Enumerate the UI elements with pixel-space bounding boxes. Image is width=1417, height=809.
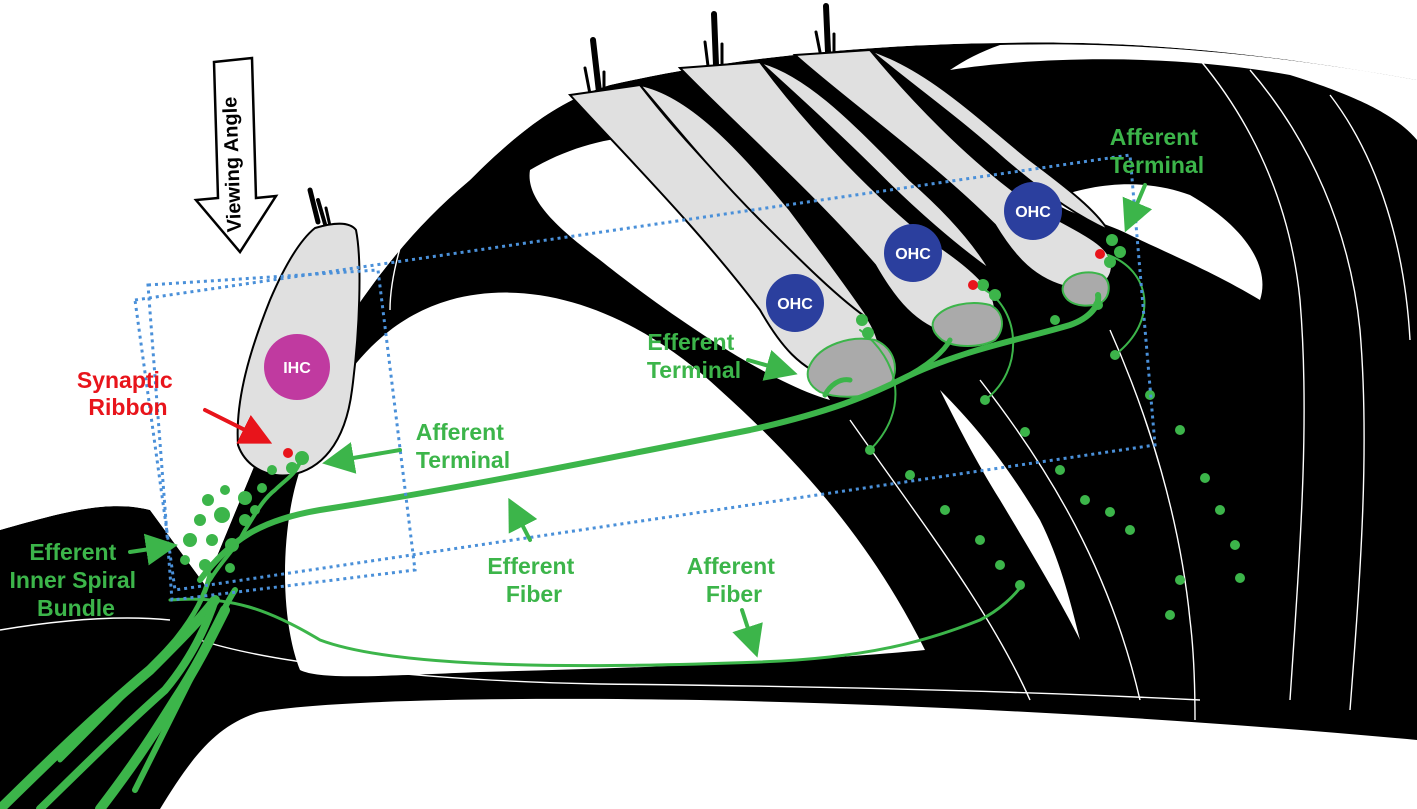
ohc-label-3: OHC <box>1015 204 1051 221</box>
efferent-fiber-label-2: Fiber <box>506 581 562 607</box>
ohc-support-3 <box>869 49 1111 233</box>
ohc-nucleus-1 <box>766 274 824 332</box>
afferent-fiber-arrow <box>732 608 763 658</box>
ohc-nucleus-2 <box>884 224 942 282</box>
efferent-terminal-label-1: Efferent <box>647 329 734 355</box>
ohc-afferent-3 <box>1107 254 1146 356</box>
nerve-dots <box>180 234 1245 620</box>
efferent-bundle-label-1: Efferent <box>29 539 116 565</box>
svg-text:Efferent Terminal: Efferent Terminal <box>647 329 741 383</box>
efferent-bundle-arrow <box>128 533 178 566</box>
efferent-fiber-arrow <box>508 497 538 542</box>
efferent-terminal-label-2: Terminal <box>647 357 741 383</box>
efferent-terminal-ohc3 <box>1061 271 1110 307</box>
viewing-region-boxes <box>133 153 1157 602</box>
viewing-angle-arrow: Viewing Angle <box>193 56 279 255</box>
ohc-support-1 <box>637 83 871 321</box>
afferent-terminal-ohc-label-1: Afferent <box>1110 124 1199 150</box>
efferent-terminal-ohc2 <box>931 302 1003 347</box>
annotation-labels: Synaptic Ribbon Afferent Terminal Effere… <box>10 124 1205 621</box>
synaptic-ribbon-arrow <box>203 408 273 444</box>
svg-text:Efferent Inner Spiral: Efferent Inner Spiral Bundle <box>10 539 143 621</box>
ihc-nucleus <box>264 334 330 400</box>
efferent-fiber <box>197 292 1102 583</box>
efferent-branch-2 <box>897 337 953 383</box>
fluid-spaces <box>0 0 1417 676</box>
afferent-terminal-ohc-label-2: Terminal <box>1110 152 1204 178</box>
tunnel-of-corti <box>285 292 925 677</box>
space-of-nuel <box>1050 184 1263 300</box>
afferent-fiber-label-2: Fiber <box>706 581 762 607</box>
synaptic-ribbons <box>283 249 1105 458</box>
tectorial-gap <box>0 0 1417 585</box>
ohc-label-1: OHC <box>777 296 813 313</box>
viewing-angle-label: Viewing Angle <box>219 96 246 232</box>
bundle-fiber-5 <box>57 572 213 763</box>
svg-text:Synaptic Ribbon: Synaptic Ribbon <box>77 367 179 420</box>
outer-sulcus-space <box>950 44 1417 140</box>
afferent-terminal-ihc-arrow <box>322 442 402 474</box>
afferent-terminal-ihc-label-2: Terminal <box>416 447 510 473</box>
deiters-space-1 <box>940 390 1080 640</box>
ihc-label: IHC <box>283 360 311 377</box>
afferent-fiber <box>168 583 1024 668</box>
nerve-fibers <box>0 254 1146 809</box>
afferent-terminal-ihc-label-1: Afferent <box>416 419 505 445</box>
ohc-afferent-1 <box>859 329 897 451</box>
synaptic-ribbon-label-2: Ribbon <box>88 394 167 420</box>
svg-text:Afferent Terminal: Afferent Terminal <box>416 419 511 473</box>
efferent-bundle-label-2: Inner Spiral <box>10 567 137 593</box>
svg-text:Afferent Terminal: Afferent Terminal <box>1110 124 1205 178</box>
ohc-nucleus-3 <box>1004 182 1062 240</box>
bundle-fiber-4 <box>132 587 238 793</box>
efferent-terminal-arrow <box>746 350 798 381</box>
afferent-fiber-label-1: Afferent <box>687 553 776 579</box>
efferent-branch-1 <box>822 377 853 398</box>
annotation-arrows <box>128 183 1153 658</box>
svg-text:Efferent Fiber: Efferent Fiber <box>487 553 580 607</box>
outer-region-box <box>133 153 1157 592</box>
outer-tunnel-space <box>529 136 830 400</box>
efferent-fiber-label-1: Efferent <box>487 553 574 579</box>
bundle-fiber-2 <box>36 596 219 809</box>
stereocilia <box>307 3 836 228</box>
ihc-region-box <box>146 268 417 602</box>
svg-text:Afferent Fiber: Afferent Fiber <box>687 553 782 607</box>
synaptic-ribbon-label-1: Synaptic <box>77 367 173 393</box>
ohc-support-2 <box>759 61 991 271</box>
ohc-label-2: OHC <box>895 246 931 263</box>
efferent-bundle-label-3: Bundle <box>37 595 115 621</box>
afferent-terminal-ohc-arrow <box>1122 183 1153 233</box>
